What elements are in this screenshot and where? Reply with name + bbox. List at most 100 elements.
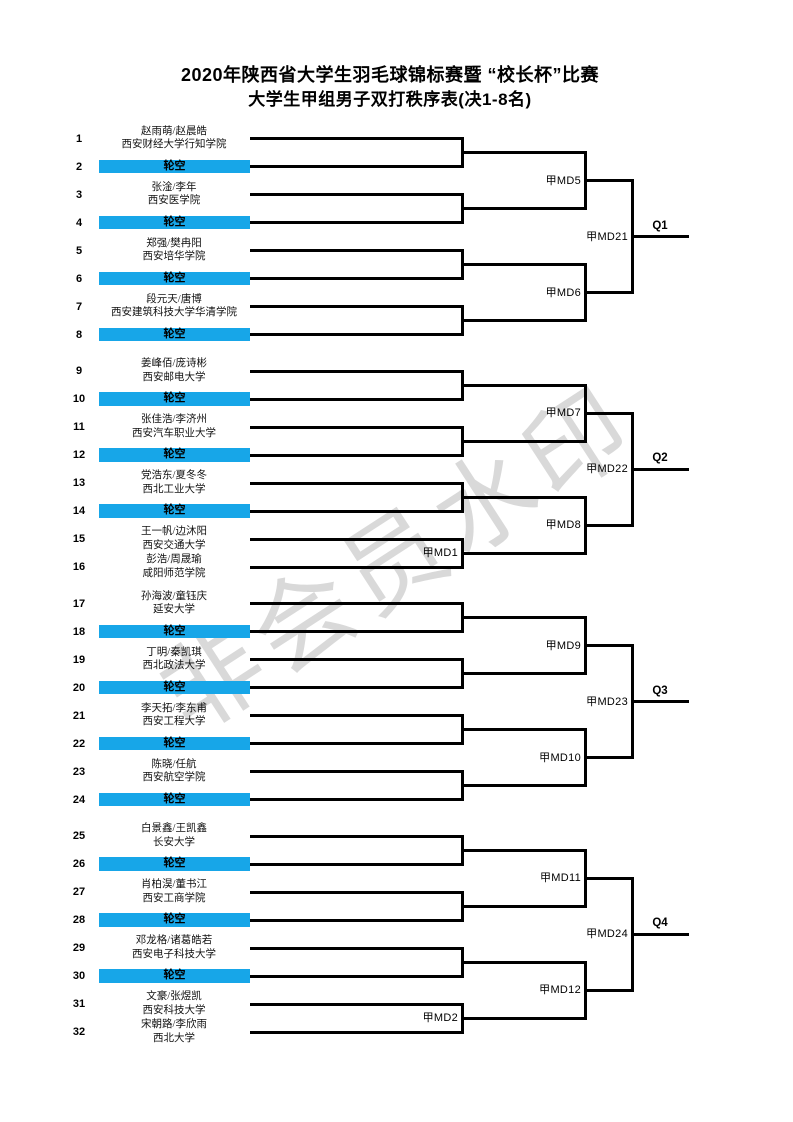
qualifier-line: [631, 700, 689, 703]
team-school: 西安邮电大学: [142, 371, 206, 383]
entry-line: [250, 277, 464, 280]
seed-number: 25: [72, 830, 86, 842]
connector-line: [584, 179, 634, 182]
entry-line: [250, 221, 464, 224]
match-label: 甲MD9: [545, 639, 581, 652]
seed-number: 28: [72, 914, 86, 926]
team-players: 邓龙格/诸葛皓若: [135, 935, 213, 947]
seed-number: 1: [75, 132, 83, 145]
match-label: 甲MD10: [539, 751, 581, 764]
seed-number: 4: [75, 216, 83, 229]
qualifier-label: Q4: [652, 917, 668, 929]
match-label: 甲MD21: [586, 230, 628, 243]
seed-number: 9: [75, 365, 83, 377]
connector-line: [584, 411, 634, 415]
bye-bar: 轮空: [99, 736, 250, 751]
seed-number: 29: [72, 942, 86, 954]
team-players: 孙海波/童钰庆: [141, 590, 207, 602]
team-players: 陈晓/任航: [151, 758, 197, 770]
entry-line: [250, 770, 464, 773]
entry-line: [250, 165, 464, 168]
team-entry: 党浩东/夏冬冬西北工业大学: [84, 469, 264, 495]
bye-bar: 轮空: [99, 327, 250, 342]
seed-number: 30: [72, 970, 86, 982]
entry-line: [250, 742, 464, 745]
team-school: 西安工商学院: [142, 892, 206, 904]
team-entry: 郑强/樊冉阳西安培华学院: [84, 237, 264, 263]
team-players: 王一帆/边沐阳: [141, 526, 207, 538]
seed-number: 8: [75, 328, 83, 341]
team-players: 党浩东/夏冬冬: [141, 470, 207, 482]
seed-number: 31: [72, 998, 86, 1010]
entry-line: [250, 397, 464, 401]
connector-line: [461, 207, 587, 210]
team-entry: 段元天/唐博西安建筑科技大学华清学院: [84, 293, 264, 319]
entry-line: [250, 565, 464, 569]
team-school: 西安航空学院: [142, 772, 206, 784]
entry-line: [250, 658, 464, 661]
qualifier-line: [631, 235, 689, 238]
connector-line: [461, 672, 587, 675]
seed-number: 11: [73, 421, 85, 433]
team-entry: 张淦/李年西安医学院: [84, 181, 264, 207]
connector-line: [584, 876, 634, 880]
bye-bar: 轮空: [99, 969, 250, 983]
team-players: 白景鑫/王凯鑫: [141, 823, 207, 835]
entry-line: [250, 798, 464, 801]
entry-line: [250, 890, 464, 894]
entry-line: [250, 333, 464, 336]
qualifier-label: Q2: [652, 452, 668, 464]
seed-number: 19: [72, 653, 86, 666]
team-school: 咸阳师范学院: [142, 567, 206, 579]
entry-line: [250, 918, 464, 922]
bye-bar: 轮空: [99, 215, 250, 230]
entry-line: [250, 602, 464, 605]
bye-bar: 轮空: [99, 448, 250, 462]
connector-line: [461, 551, 587, 555]
connector-line: [584, 523, 634, 527]
page-subtitle: 大学生甲组男子双打秩序表(决1-8名): [248, 90, 532, 109]
match-label: 甲MD12: [539, 984, 581, 996]
team-players: 彭浩/周晟瑜: [146, 554, 202, 566]
team-players: 肖柏淏/董书江: [141, 879, 207, 891]
team-school: 西安交通大学: [142, 539, 206, 551]
team-entry: 白景鑫/王凯鑫长安大学: [84, 822, 264, 848]
seed-number: 17: [72, 597, 86, 610]
connector-line: [461, 728, 587, 731]
match-label: 甲MD23: [586, 695, 628, 708]
seed-number: 26: [72, 858, 86, 870]
seed-number: 7: [75, 300, 83, 313]
entry-line: [250, 453, 464, 457]
entry-line: [250, 862, 464, 866]
connector-line: [584, 644, 634, 647]
match-label: 甲MD1: [422, 547, 458, 559]
connector-line: [461, 495, 587, 499]
connector-line: [461, 616, 587, 619]
team-school: 西北工业大学: [142, 483, 206, 495]
seed-number: 2: [75, 160, 83, 173]
seed-number: 16: [72, 561, 86, 573]
team-entry: 宋朝路/李欣雨西北大学: [84, 1018, 264, 1044]
bye-bar: 轮空: [99, 913, 250, 927]
seed-number: 21: [72, 709, 86, 722]
connector-line: [584, 291, 634, 294]
team-school: 西安医学院: [147, 195, 201, 207]
team-school: 西安财经大学行知学院: [121, 139, 227, 151]
entry-line: [250, 1030, 464, 1034]
entry-line: [250, 686, 464, 689]
seed-number: 32: [72, 1026, 86, 1038]
team-school: 西安培华学院: [142, 251, 206, 263]
team-entry: 王一帆/边沐阳西安交通大学: [84, 525, 264, 551]
team-players: 段元天/唐博: [146, 293, 202, 305]
team-entry: 姜峰佰/庞诗彬西安邮电大学: [84, 357, 264, 383]
qualifier-line: [631, 467, 689, 471]
team-entry: 陈晓/任航西安航空学院: [84, 758, 264, 784]
team-school: 西安建筑科技大学华清学院: [111, 307, 237, 319]
connector-line: [461, 383, 587, 387]
entry-line: [250, 137, 464, 140]
entry-line: [250, 481, 464, 485]
team-school: 西安汽车职业大学: [132, 427, 216, 439]
connector-line: [461, 960, 587, 964]
